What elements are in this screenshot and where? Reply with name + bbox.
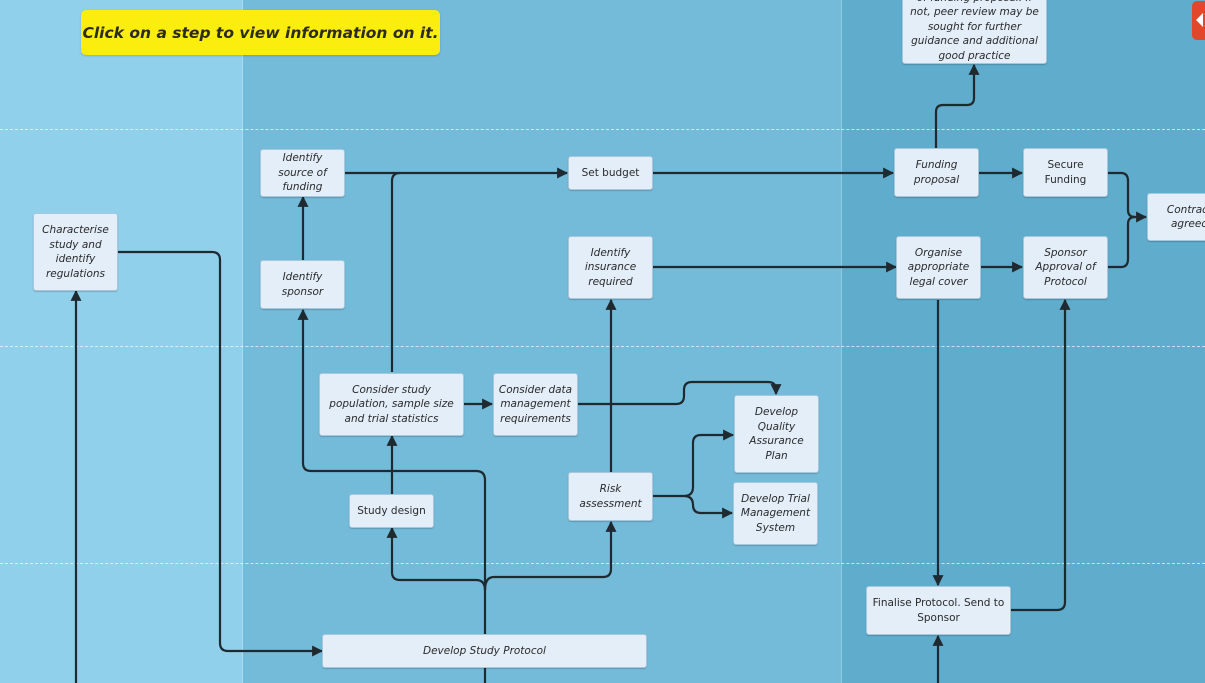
step-trial-management-system[interactable]: Develop Trial Management System bbox=[733, 482, 818, 545]
connector-proposal-to-peer bbox=[934, 63, 980, 148]
swimlane-3 bbox=[841, 0, 1205, 683]
step-contract-agreed[interactable]: Contract agreed bbox=[1147, 193, 1205, 241]
step-organise-legal-cover[interactable]: Organise appropriate legal cover bbox=[896, 236, 981, 299]
step-risk-assessment[interactable]: Risk assessment bbox=[568, 472, 653, 521]
connector-population-to-budget bbox=[390, 171, 401, 372]
row-divider bbox=[0, 563, 1205, 564]
step-finalise-protocol[interactable]: Finalise Protocol. Send to Sponsor bbox=[866, 586, 1011, 635]
step-funding-proposal[interactable]: Funding proposal bbox=[894, 148, 979, 197]
step-characterise-study[interactable]: Characterise study and identify regulati… bbox=[33, 213, 118, 291]
connector-data-to-qa bbox=[578, 380, 782, 406]
connector-protocol-to-risk bbox=[483, 520, 617, 591]
connector-finalise-to-approval bbox=[1011, 298, 1071, 612]
instruction-banner: Click on a step to view information on i… bbox=[81, 10, 440, 55]
step-identify-source-of-funding[interactable]: Identify source of funding bbox=[260, 149, 345, 197]
side-panel-toggle[interactable] bbox=[1192, 1, 1205, 40]
step-study-population[interactable]: Consider study population, sample size a… bbox=[319, 373, 464, 436]
step-develop-study-protocol[interactable]: Develop Study Protocol bbox=[322, 634, 647, 668]
step-identify-insurance[interactable]: Identify insurance required bbox=[568, 236, 653, 299]
connector-characterise-to-protocol bbox=[118, 250, 324, 657]
step-peer-review[interactable]: of funding proposal. If not, peer review… bbox=[902, 0, 1047, 64]
chevron-left-icon bbox=[1196, 13, 1203, 27]
step-data-management[interactable]: Consider data management requirements bbox=[493, 373, 578, 436]
swimlane-1 bbox=[0, 0, 242, 683]
connector-approval-to-contract bbox=[1108, 215, 1136, 269]
connector-secure-to-contract bbox=[1108, 171, 1148, 223]
step-identify-sponsor[interactable]: Identify sponsor bbox=[260, 260, 345, 309]
step-secure-funding[interactable]: Secure Funding bbox=[1023, 148, 1108, 197]
step-set-budget[interactable]: Set budget bbox=[568, 156, 653, 190]
step-quality-assurance-plan[interactable]: Develop Quality Assurance Plan bbox=[734, 395, 819, 473]
connector-protocol-to-design bbox=[386, 526, 487, 591]
connector-protocol-to-sponsor bbox=[297, 308, 487, 683]
swimlane-2 bbox=[242, 0, 842, 683]
connector-risk-to-qa bbox=[653, 429, 735, 498]
connector-risk-to-tms bbox=[683, 494, 734, 519]
row-divider bbox=[0, 129, 1205, 130]
step-study-design[interactable]: Study design bbox=[349, 494, 434, 528]
row-divider bbox=[0, 346, 1205, 347]
step-sponsor-approval[interactable]: Sponsor Approval of Protocol bbox=[1023, 236, 1108, 299]
